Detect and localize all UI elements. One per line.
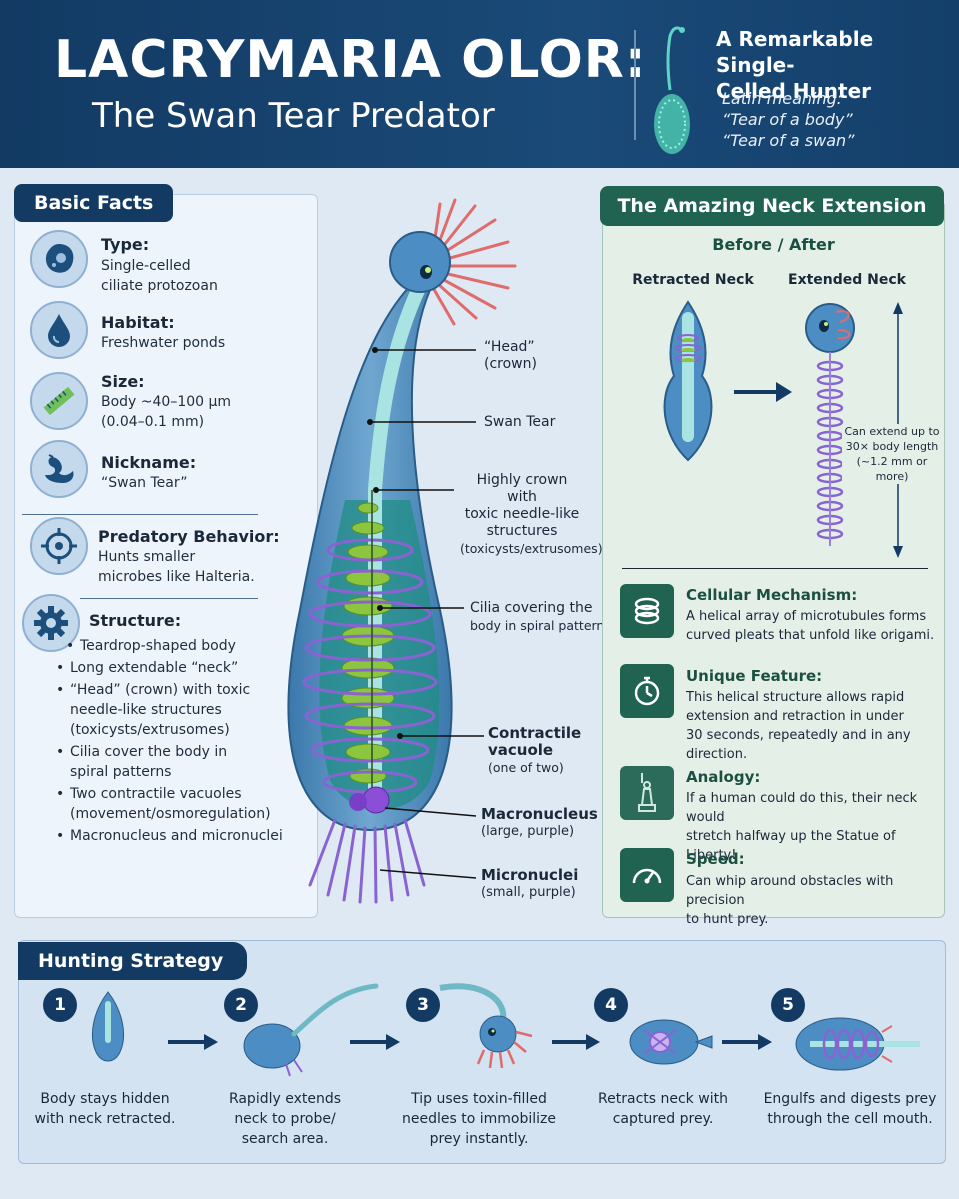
retracted-label: Retracted Neck (632, 272, 754, 288)
list-item: Macronucleus and micronuclei (52, 826, 292, 846)
ruler-icon (30, 372, 88, 430)
fact-text: Hunts smaller microbes like Halteria. (98, 549, 255, 585)
list-item: Cilia cover the body in spiral patterns (52, 742, 252, 782)
before-after-label: Before / After (712, 235, 835, 254)
list-item: Long extendable “neck” (52, 658, 282, 678)
fact-text: “Swan Tear” (101, 475, 188, 491)
speedometer-icon (620, 848, 674, 902)
statue-icon (620, 766, 674, 820)
list-item: Teardrop-shaped body (62, 636, 282, 656)
fact-text: Freshwater ponds (101, 335, 226, 351)
latin-meaning: Latin meaning: “Tear of a body” “Tear of… (722, 89, 855, 150)
fact-title: Structure: (89, 611, 182, 630)
header-divider (634, 30, 636, 140)
lacrymaria-anatomy-diagram (287, 198, 517, 904)
gear-icon (22, 594, 80, 652)
feature-text: This helical structure allows rapid exte… (686, 690, 911, 762)
label-micronuclei: Micronuclei (small, purple) (481, 866, 579, 901)
label-contractile-vacuole: Contractile vacuole (one of two) (488, 724, 582, 776)
structure-list: Teardrop-shaped body Long extendable “ne… (52, 636, 312, 848)
step-text: Retracts neck with captured prey. (598, 1091, 728, 1127)
page-title: LACRYMARIA OLOR: (54, 30, 647, 90)
step-text: Rapidly extends neck to probe/ search ar… (228, 1091, 342, 1147)
hunting-steps-illustration (91, 983, 920, 1077)
label-cilia: Cilia covering the body in spiral patter… (470, 600, 611, 633)
step-number: 5 (771, 988, 805, 1022)
header-banner (0, 0, 959, 168)
fact-text: Body ~40–100 µm (0.04–0.1 mm) (101, 394, 232, 430)
divider (80, 598, 258, 599)
feature-text: Can whip around obstacles with precision… (686, 874, 894, 927)
fact-title: Type: (101, 235, 150, 254)
step-number: 3 (406, 988, 440, 1022)
neck-before-after-illustration (663, 300, 903, 558)
feature-title: Cellular Mechanism: (686, 586, 858, 604)
step-text: Body stays hidden with neck retracted. (34, 1091, 176, 1127)
neck-panel-title: The Amazing Neck Extension (600, 186, 944, 226)
step-number: 1 (43, 988, 77, 1022)
fact-title: Nickname: (101, 453, 197, 472)
header-tagline: A Remarkable Single- Celled Hunter (716, 27, 874, 103)
cell-icon (30, 230, 88, 288)
list-item: “Head” (crown) with toxic needle-like st… (52, 680, 252, 740)
label-macronucleus: Macronucleus (large, purple) (481, 805, 598, 840)
fact-text: Single-celled ciliate protozoan (101, 258, 218, 294)
step-text: Tip uses toxin-filled needles to immobil… (402, 1091, 556, 1147)
page-subtitle: The Swan Tear Predator (92, 96, 495, 136)
swan-icon (30, 440, 88, 498)
feature-title: Analogy: (686, 768, 761, 786)
step-number: 4 (594, 988, 628, 1022)
label-toxic: Highly crown with toxic needle-like stru… (460, 472, 603, 556)
label-head: “Head” (crown) (484, 339, 537, 372)
divider (22, 514, 258, 515)
ciliate-cell-icon (654, 26, 690, 154)
target-icon (30, 517, 88, 575)
label-swan-tear: Swan Tear (484, 414, 556, 430)
fact-title: Habitat: (101, 313, 175, 332)
hunting-strategy-label: Hunting Strategy (18, 942, 248, 980)
stopwatch-icon (620, 664, 674, 718)
extend-note: Can extend up to 30× body length (~1.2 m… (842, 424, 942, 484)
feature-title: Unique Feature: (686, 667, 823, 685)
list-item: Two contractile vacuoles (movement/osmor… (52, 784, 282, 824)
extended-label: Extended Neck (788, 272, 906, 288)
divider (622, 568, 928, 569)
fact-title: Size: (101, 372, 145, 391)
feature-title: Speed: (686, 850, 745, 868)
step-text: Engulfs and digests prey through the cel… (763, 1091, 937, 1127)
step-number: 2 (224, 988, 258, 1022)
feature-text: If a human could do this, their neck wou… (686, 791, 918, 863)
fact-title: Predatory Behavior: (98, 527, 280, 546)
basic-facts-label: Basic Facts (14, 184, 174, 222)
water-drop-icon (30, 301, 88, 359)
helix-icon (620, 584, 674, 638)
feature-text: A helical array of microtubules forms cu… (686, 609, 935, 643)
